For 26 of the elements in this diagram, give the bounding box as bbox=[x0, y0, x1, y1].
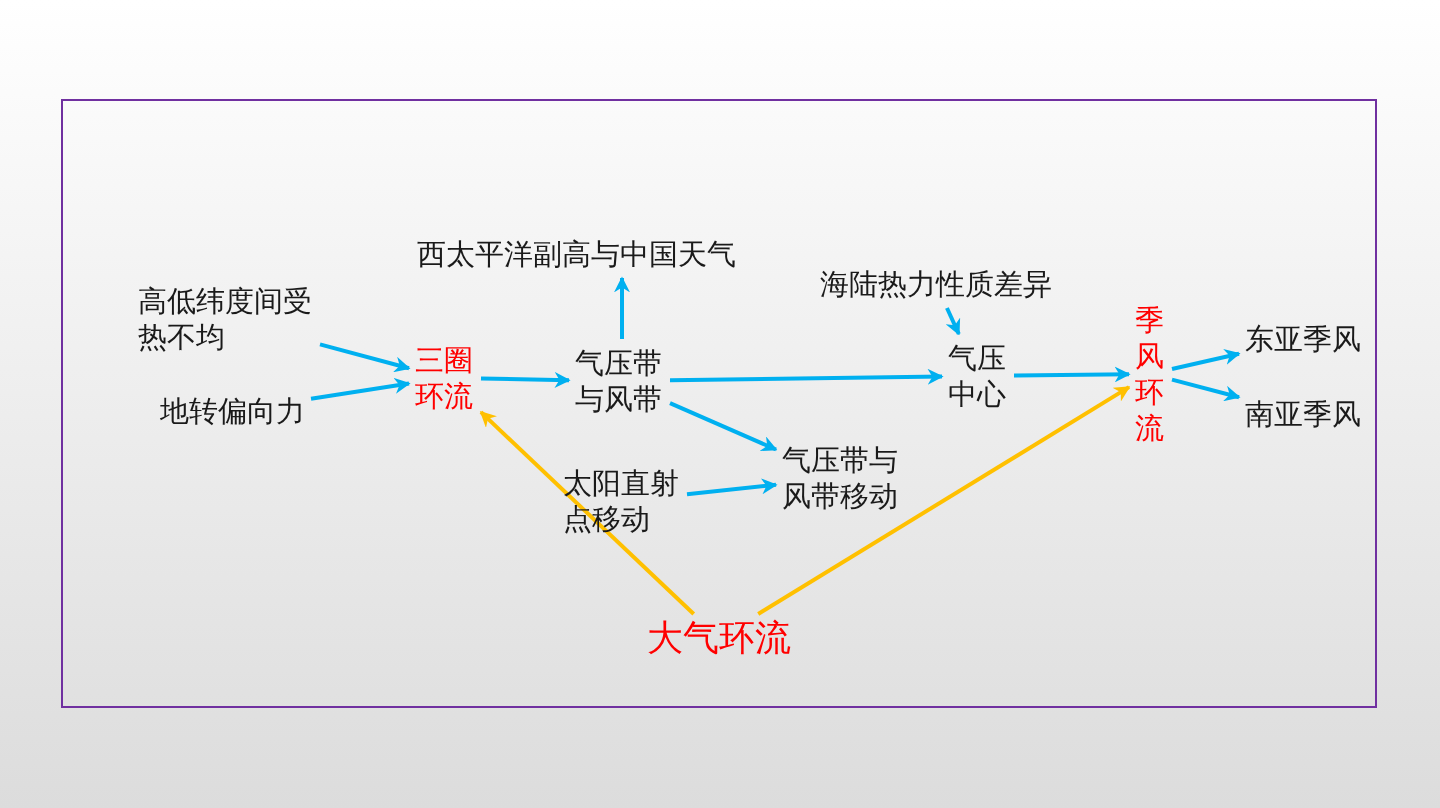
arrow bbox=[614, 276, 630, 339]
label-text: 地转偏向力 bbox=[154, 387, 311, 435]
label-text: 高低纬度间受热不均 bbox=[132, 277, 320, 361]
arrow bbox=[1171, 349, 1241, 371]
arrow bbox=[686, 478, 778, 497]
label-text: 三圈环流 bbox=[409, 336, 481, 420]
label-text: 气压中心 bbox=[942, 334, 1014, 418]
arrow bbox=[480, 371, 571, 388]
label-text: 季风环流 bbox=[1129, 296, 1172, 452]
label-text: 大气环流 bbox=[641, 614, 797, 662]
arrow bbox=[310, 377, 411, 401]
arrow bbox=[669, 401, 778, 452]
arrow bbox=[757, 385, 1131, 616]
label-text: 海陆热力性质差异 bbox=[814, 260, 1058, 308]
label-text: 西太平洋副高与中国天气 bbox=[411, 230, 742, 278]
arrow bbox=[1171, 377, 1241, 402]
arrow bbox=[945, 307, 961, 336]
label-text: 南亚季风 bbox=[1239, 390, 1367, 438]
arrow bbox=[479, 410, 696, 616]
label-text: 东亚季风 bbox=[1239, 315, 1367, 363]
arrow bbox=[669, 368, 944, 385]
label-text: 气压带与风带 bbox=[569, 339, 670, 423]
arrow bbox=[1013, 366, 1131, 383]
label-text: 太阳直射点移动 bbox=[557, 459, 687, 543]
arrow bbox=[319, 342, 411, 373]
label-text: 气压带与风带移动 bbox=[776, 436, 906, 520]
